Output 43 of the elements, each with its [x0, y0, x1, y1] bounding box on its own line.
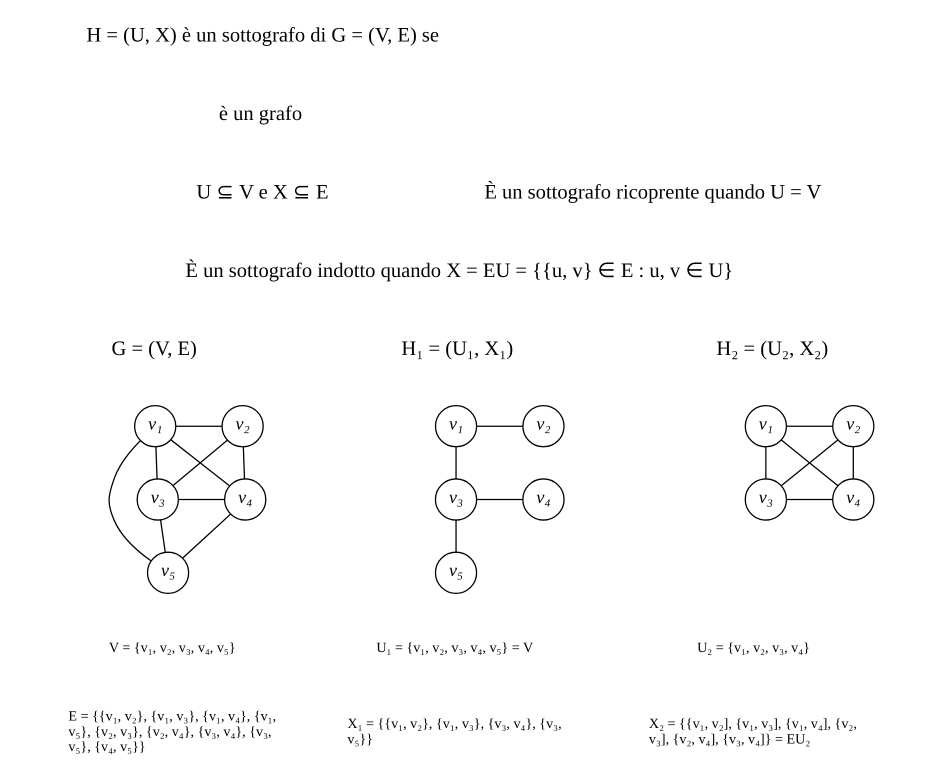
node-circle: v₄ [224, 478, 266, 521]
node-circle: v₅ [146, 552, 190, 594]
connector [455, 446, 457, 479]
connector [476, 498, 523, 500]
label: X₁ = {{v₁, v₂}, {v₁, v₃}, {v₃, v₄}, {v₃, v₅}} [347, 716, 562, 748]
connector [786, 498, 832, 500]
node-circle: v₄ [832, 478, 874, 521]
connector [852, 446, 854, 479]
connector [242, 446, 246, 479]
node-circle: v₄ [522, 478, 565, 521]
label: U₁ = {v₁, v₂, v₃, v₄, v₅} = V [376, 640, 534, 656]
label: V = {v₁, v₂, v₃, v₄, v₅} [108, 640, 236, 656]
label: E = {{v₁, v₂}, {v₁, v₃}, {v₁, v₄}, {v₁, v₅}, {v₂, v₃}, {v₂, v₄}, {v₃, v₄}, {v₃, v₅}, {v₄, v₅}} [68, 708, 276, 756]
node-circle: v₂ [832, 405, 874, 448]
label: U₂ = {v₁, v₂, v₃, v₄} [697, 640, 810, 656]
connector [455, 520, 457, 552]
connector [786, 426, 832, 427]
connector [476, 426, 523, 427]
label: X₂ = {{v₁, v₂], {v₁, v₃], {v₁, v₄], {v₂, v₃], {v₂, v₄], {v₃, v₄]} = EU₂ [648, 716, 857, 748]
connector [108, 440, 152, 562]
connector [765, 446, 766, 479]
connector [160, 520, 166, 552]
label: È un sottografo ricoprente quando U = V [484, 181, 822, 204]
label: H = (U, X) è un sottografo di G = (V, E) se [86, 24, 440, 47]
label: È un sottografo indotto quando X = EU = {{u, v} ∈ E : u, v ∈ U} [185, 260, 734, 282]
node-circle: v₁ [134, 405, 176, 448]
node-circle: v₂ [522, 405, 565, 448]
label: H₁ = (U₁, X₁) [401, 338, 514, 360]
connector [155, 446, 158, 479]
node-circle: v₁ [744, 405, 788, 448]
node-circle: v₃ [744, 478, 788, 521]
node-circle: v₃ [136, 478, 179, 521]
node-circle: v₅ [434, 552, 478, 594]
node-circle: v₃ [434, 478, 478, 521]
connector [176, 426, 222, 427]
label: G = (V, E) [111, 338, 197, 360]
connector [178, 498, 224, 500]
connector [182, 514, 232, 558]
label: H₂ = (U₂, X₂) [716, 338, 828, 360]
node-circle: v₁ [434, 405, 478, 448]
node-circle: v₂ [221, 405, 264, 448]
label: è un grafo [218, 102, 302, 125]
label: U ⊆ V e X ⊆ E [196, 181, 329, 204]
